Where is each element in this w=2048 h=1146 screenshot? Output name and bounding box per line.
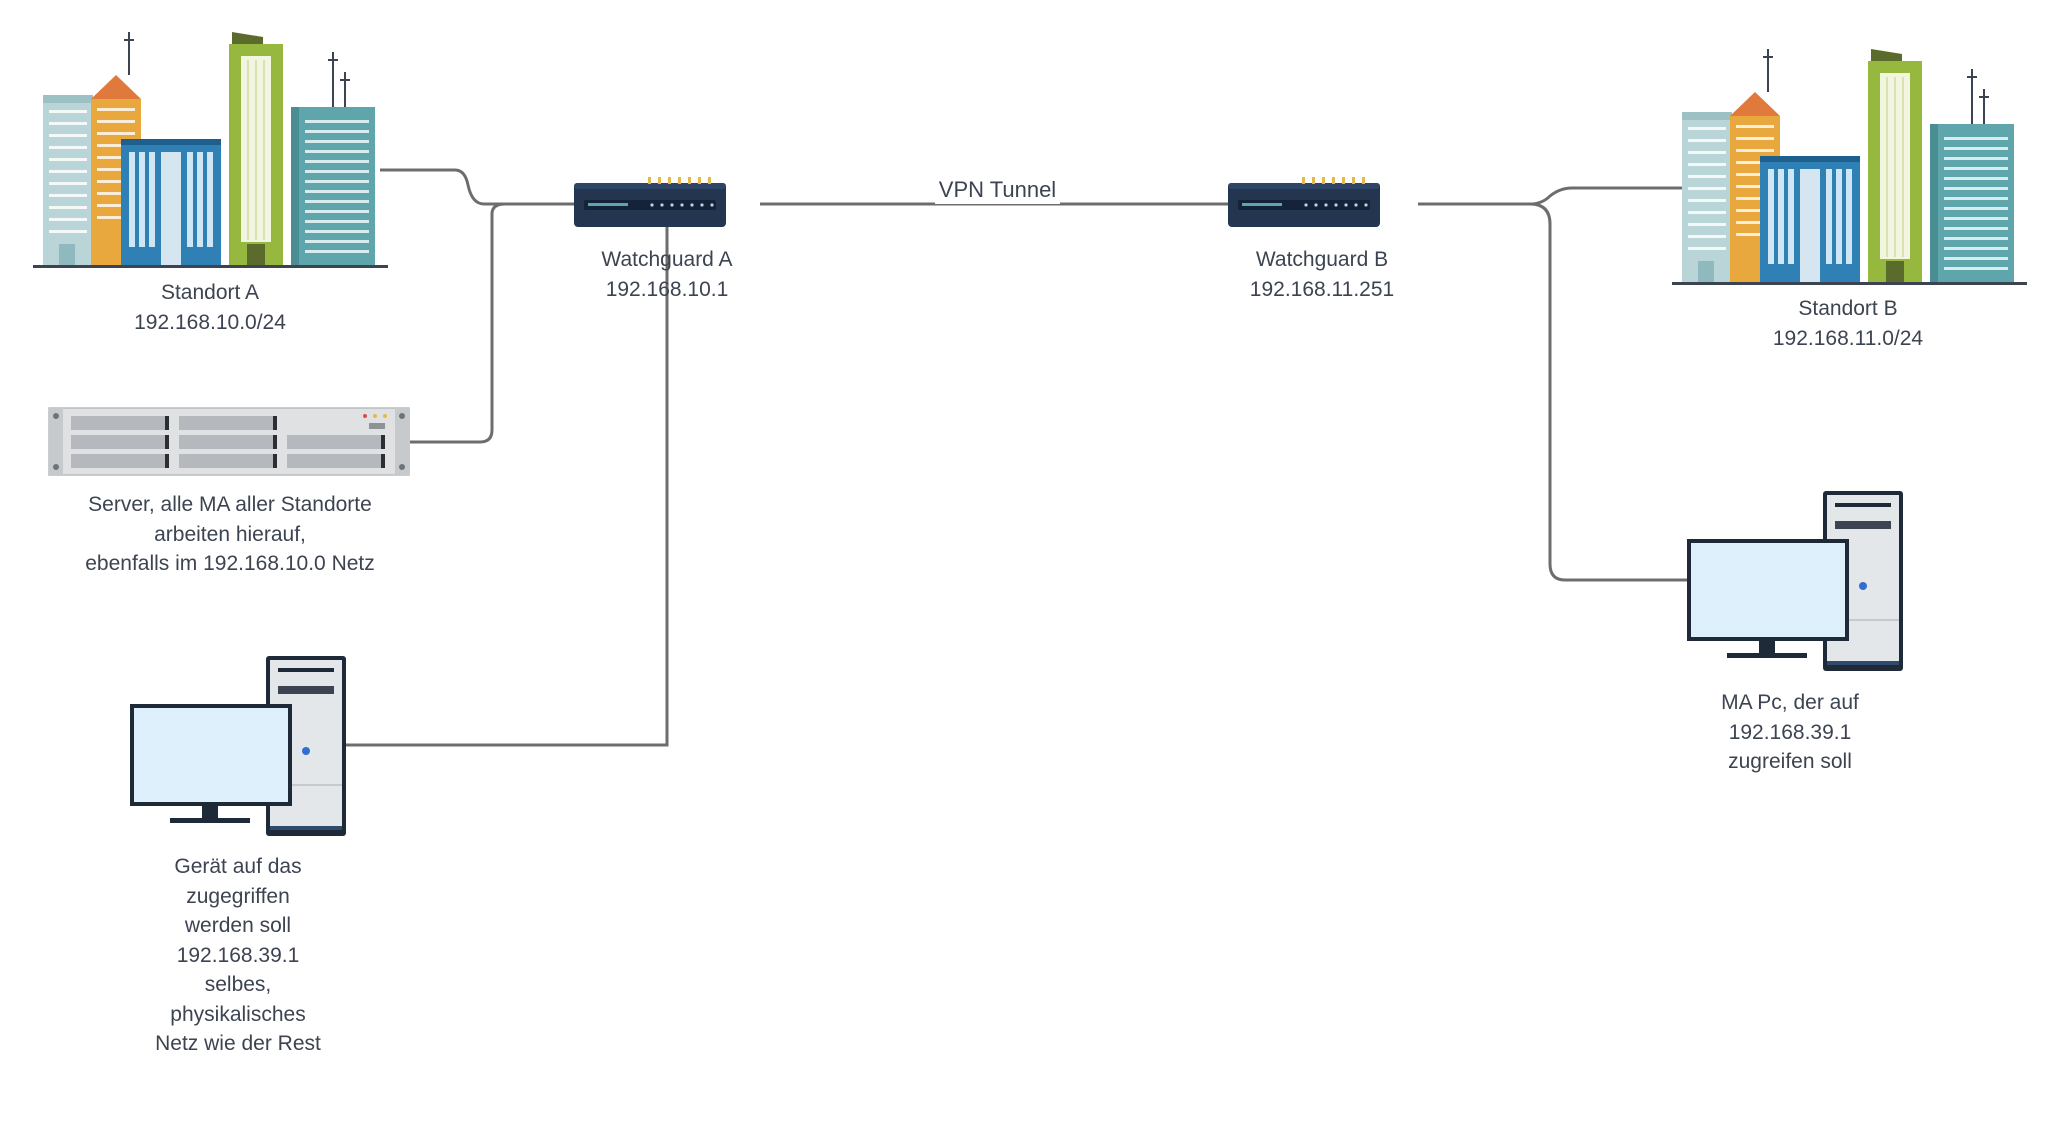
firewall-b-label: Watchguard B 192.168.11.251	[1182, 245, 1462, 304]
firewall-b-ip: 192.168.11.251	[1249, 277, 1395, 301]
target-device-line-5: selbes,	[204, 973, 272, 996]
server-line-2: arbeiten hierauf,	[154, 522, 306, 546]
target-device-line-1: Gerät auf das	[174, 855, 302, 878]
router-icon-firewall-b	[1228, 177, 1380, 227]
vpn-tunnel-label: VPN Tunnel	[935, 176, 1060, 204]
link-server-to-firewall-a	[410, 202, 506, 444]
rack-server-icon	[48, 407, 410, 476]
target-device-line-3: werden soll	[184, 914, 292, 937]
desktop-computer-icon-ma-pc	[1687, 491, 1903, 671]
firewall-a-ip: 192.168.10.1	[605, 277, 729, 301]
router-icon-firewall-a	[574, 177, 726, 227]
city-icon-site-a	[32, 31, 389, 269]
site-a-name: Standort A	[160, 281, 260, 304]
link-device-to-firewall-a	[345, 215, 669, 747]
link-firewall-b-to-ma-pc	[1529, 202, 1690, 582]
target-device-line-6: physikalisches	[170, 1002, 306, 1026]
target-device-label: Gerät auf das zugegriffen werden soll 19…	[108, 852, 368, 1059]
target-device-line-7: Netz wie der Rest	[155, 1032, 321, 1055]
link-firewall-b-to-site-b	[1418, 186, 1690, 206]
firewall-a-label: Watchguard A 192.168.10.1	[527, 245, 807, 304]
connector-lines	[345, 168, 1690, 747]
site-a-label: Standort A 192.168.10.0/24	[60, 278, 360, 337]
city-icon-site-b	[1671, 48, 2028, 286]
site-b-subnet: 192.168.11.0/24	[1772, 326, 1924, 350]
desktop-computer-icon-target-device	[130, 656, 346, 836]
ma-pc-ip: 192.168.39.1	[1728, 720, 1852, 744]
target-device-line-2: zugegriffen	[186, 884, 290, 908]
site-b-name: Standort B	[1798, 297, 1898, 320]
link-site-a-to-firewall-a	[380, 168, 580, 206]
ma-pc-line-1: MA Pc, der auf	[1721, 691, 1859, 714]
ma-pc-line-3: zugreifen soll	[1728, 750, 1852, 773]
target-device-ip: 192.168.39.1	[176, 943, 300, 967]
site-a-subnet: 192.168.10.0/24	[134, 310, 286, 334]
server-line-1: Server, alle MA aller Standorte	[88, 493, 372, 516]
site-b-label: Standort B 192.168.11.0/24	[1698, 294, 1998, 353]
firewall-b-name: Watchguard B	[1255, 248, 1389, 271]
firewall-a-name: Watchguard A	[601, 248, 733, 271]
server-label: Server, alle MA aller Standorte arbeiten…	[40, 490, 420, 579]
ma-pc-label: MA Pc, der auf 192.168.39.1 zugreifen so…	[1660, 688, 1920, 777]
server-line-3: ebenfalls im 192.168.10.0 Netz	[85, 552, 375, 575]
